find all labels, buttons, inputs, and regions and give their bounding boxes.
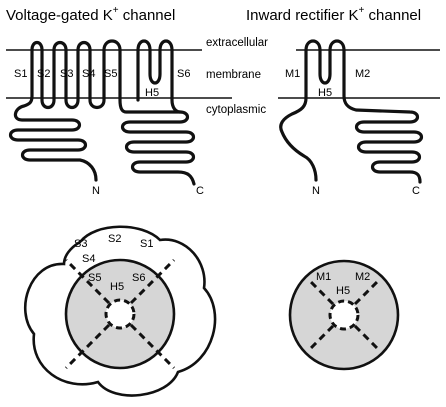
ir-tetramer-pore: [328, 299, 360, 331]
segment-label-s1: S1: [14, 68, 27, 80]
top-label-s6: S6: [132, 272, 145, 284]
segment-label-s4: S4: [82, 68, 95, 80]
n-terminus-label: N: [92, 185, 100, 197]
ir-subunit-boundary-sw: [306, 324, 335, 353]
top-label-s5: S5: [88, 272, 101, 284]
subunit-boundary-sw: [64, 323, 111, 370]
segment-label-s3: S3: [60, 68, 73, 80]
segment-label-s6: S6: [177, 68, 190, 80]
ir-c-terminus-label: C: [412, 185, 420, 197]
segment-label-s2: S2: [37, 68, 50, 80]
voltage-gated-top-view: [24, 225, 217, 397]
c-terminus-label: C: [196, 185, 204, 197]
inward-rectifier-top-view: [288, 259, 400, 371]
top-label-s3: S3: [74, 238, 87, 250]
top-label-s4: S4: [82, 253, 95, 265]
ir-top-label-m1: M1: [316, 271, 331, 283]
top-label-h5: H5: [110, 281, 124, 293]
ir-n-terminus-label: N: [312, 185, 320, 197]
subunit-boundary-nw: [64, 258, 111, 305]
segment-label-s5: S5: [104, 68, 117, 80]
voltage-gated-polypeptide-chain: [8, 39, 196, 186]
inward-rectifier-polypeptide-chain: [279, 39, 424, 184]
top-label-s2: S2: [108, 233, 121, 245]
ir-subunit-boundary-se: [353, 324, 382, 353]
subunit-boundary-ne: [129, 258, 176, 305]
tetramer-pore: [104, 298, 136, 330]
pore-loop-label-h5: H5: [145, 87, 159, 99]
inward-rectifier-title: Inward rectifier K+ channel: [246, 5, 421, 24]
subunit-boundary-se: [129, 323, 176, 370]
segment-label-m1: M1: [285, 68, 300, 80]
voltage-gated-h5-loop: [136, 39, 182, 114]
tetramer-outer-lobes: [24, 225, 217, 397]
ir-subunit-boundary-nw: [306, 277, 335, 306]
top-label-s1: S1: [140, 238, 153, 250]
ir-top-label-m2: M2: [355, 271, 370, 283]
voltage-gated-title: Voltage-gated K+ channel: [6, 5, 175, 24]
cytoplasmic-label: cytoplasmic: [206, 104, 266, 116]
membrane-label: membrane: [206, 69, 261, 81]
segment-label-m2: M2: [355, 68, 370, 80]
ir-pore-loop-label-h5: H5: [318, 87, 332, 99]
ir-top-label-h5: H5: [336, 285, 350, 297]
extracellular-label: extracellular: [206, 37, 268, 49]
ir-subunit-boundary-ne: [353, 277, 382, 306]
